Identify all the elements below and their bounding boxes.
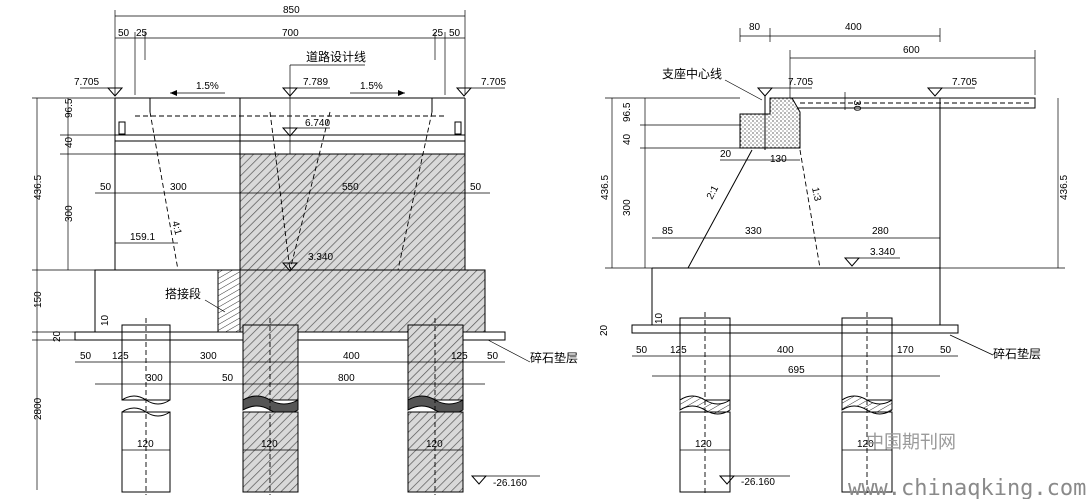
backfill-upper-hatch [239,153,466,271]
dim-25-right: 25 [432,28,444,39]
left-view: 850 50 25 700 25 50 道路设计线 7.705 7.789 7.… [32,5,578,495]
pile-1-dia: 120 [137,439,154,450]
elev-left-top: 7.705 [74,77,99,88]
right-mid-dimensions: 85 330 280 [652,226,940,239]
pile-2-dia: 120 [261,439,278,450]
dim-rb-50a: 50 [636,345,648,356]
right-left-dimensions: 96.5 40 436.5 300 20 10 [599,97,740,336]
dim-r-30: 30 [851,100,862,112]
dim-b-50b: 50 [487,351,499,362]
left-elevation-markers: 7.705 7.789 7.705 6.740 [74,77,506,137]
dim-b2-800: 800 [338,373,355,384]
right-piles [679,312,893,495]
bearing-corbel [739,97,801,149]
dim-b-125a: 125 [112,351,129,362]
left-side-dimensions: 96.5 40 436.5 300 150 20 2800 10 [32,97,115,490]
dim-r-400: 400 [845,22,862,33]
right-abutment-body [631,98,959,334]
elev-right-top: 7.705 [481,77,506,88]
dim-r-330: 330 [745,226,762,237]
dim-850: 850 [283,5,300,16]
dim-50-right: 50 [449,28,461,39]
elev-r-top-left: 7.705 [788,77,813,88]
watermark-url: www.chinaqking.com [848,476,1086,499]
dim-corbel-130: 130 [770,154,787,165]
dim-r-280: 280 [872,226,889,237]
dim-r-436-5-right: 436.5 [1059,175,1070,200]
dim-b2-300: 300 [146,373,163,384]
dim-50-left: 50 [118,28,130,39]
elev-bottom-right: -26.160 [741,477,775,488]
bearing-center-label: 支座中心线 [662,66,722,81]
dim-b-125b: 125 [451,351,468,362]
right-bottom-dimensions: 50 125 400 170 50 695 120 120 [632,345,958,451]
dim-700: 700 [282,28,299,39]
dim-b2-50: 50 [222,373,234,384]
dim-r-40: 40 [622,133,633,145]
slope-4-1: 4:1 [169,220,183,237]
dim-r-600: 600 [903,45,920,56]
slope-left: 1.5% [196,81,219,92]
dim-mid-550: 550 [342,182,359,193]
dim-r-20: 20 [599,324,610,336]
dim-corbel-20: 20 [720,149,732,160]
slope-right: 1.5% [360,81,383,92]
dim-r-10: 10 [654,312,665,324]
left-top-dimensions: 850 50 25 700 25 50 [114,5,466,95]
slope-r-left: 2:1 [705,184,721,202]
dim-r-80: 80 [749,22,761,33]
slope-r-right: 1:3 [809,186,823,202]
dim-96-5: 96.5 [64,98,75,118]
left-bottom-dimensions: 50 125 300 400 125 50 300 50 800 120 120… [75,351,505,451]
dim-mid-50a: 50 [100,182,112,193]
approach-slab-label: 搭接段 [165,286,201,301]
gravel-layer-label-left: 碎石垫层 [530,350,578,365]
dim-40: 40 [64,136,75,148]
elev-inner: 6.740 [305,118,330,129]
dim-300: 300 [64,205,75,222]
road-design-line-label: 道路设计线 [306,49,366,64]
pile-r1-dia: 120 [695,439,712,450]
dim-b-300: 300 [200,351,217,362]
right-deck: 30 [789,92,1036,112]
watermark-cn: 中国期刊网 [866,432,956,453]
dim-10: 10 [100,314,111,326]
dim-b-50a: 50 [80,351,92,362]
dim-mid-50b: 50 [470,182,482,193]
backfill-lower-hatch [239,269,486,333]
elev-r-base: 3.340 [870,247,895,258]
dim-150: 150 [33,291,44,308]
dim-mid-300: 300 [170,182,187,193]
dim-r-85: 85 [662,226,674,237]
dim-rb-695: 695 [788,365,805,376]
elev-r-top-right: 7.705 [952,77,977,88]
dim-rb-125: 125 [670,345,687,356]
dim-b-400: 400 [343,351,360,362]
dim-rb-50b: 50 [940,345,952,356]
elev-center-top: 7.789 [303,77,328,88]
dim-20: 20 [52,330,63,342]
dim-436-5: 436.5 [33,175,44,200]
dim-r-96-5: 96.5 [622,102,633,122]
right-view: 80 400 600 支座中心线 7.705 7.705 30 20 130 [599,22,1070,495]
dim-2800: 2800 [33,397,44,420]
dim-25-left: 25 [136,28,148,39]
left-piles [121,318,464,495]
approach-slab-hatch [217,269,241,333]
elev-bottom-left: -26.160 [493,478,527,489]
dim-159-1: 159.1 [130,232,155,243]
dim-r-300: 300 [622,199,633,216]
left-mid-dimensions: 50 300 550 50 159.1 [95,182,490,244]
right-top-dimensions: 80 400 600 [739,22,1036,100]
elev-base: 3.340 [308,252,333,263]
gravel-layer-label-right: 碎石垫层 [993,346,1041,361]
dim-rb-400: 400 [777,345,794,356]
dim-r-436-5: 436.5 [600,175,611,200]
pile-3-dia: 120 [426,439,443,450]
pile-r2-dia: 120 [857,439,874,450]
dim-rb-170: 170 [897,345,914,356]
